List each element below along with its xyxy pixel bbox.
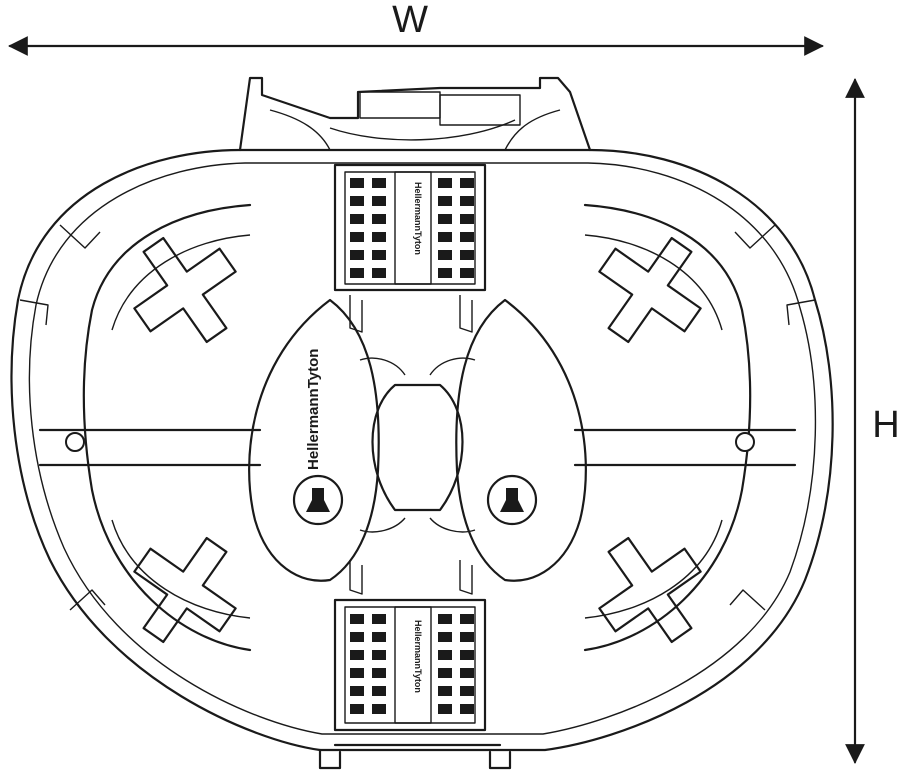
module-slot	[372, 668, 386, 678]
right-mount-hole	[735, 432, 755, 452]
module-slot	[438, 232, 452, 242]
module-slot	[460, 178, 474, 188]
retainer-top-left	[133, 236, 237, 344]
center-brand-text: HellermannTyton	[305, 349, 322, 470]
module-slot	[350, 214, 364, 224]
module-slot	[350, 268, 364, 278]
module-slot	[460, 704, 474, 714]
fiber-channel-ring	[38, 203, 797, 652]
module-slot	[350, 668, 364, 678]
module-slot	[372, 686, 386, 696]
height-dimension: H	[845, 78, 900, 764]
module-slot	[460, 268, 474, 278]
module-slot	[350, 686, 364, 696]
module-slot	[438, 632, 452, 642]
right-spool-hub	[455, 298, 587, 582]
module-slot	[372, 632, 386, 642]
module-slot	[372, 650, 386, 660]
module-slot	[350, 632, 364, 642]
module-slot	[460, 614, 474, 624]
module-slot	[350, 232, 364, 242]
height-label: H	[872, 404, 899, 446]
module-slot	[460, 668, 474, 678]
module-slot	[460, 214, 474, 224]
module-slot	[460, 650, 474, 660]
module-slot	[372, 178, 386, 188]
module-slot	[438, 614, 452, 624]
module-slot	[438, 196, 452, 206]
module-slot	[460, 632, 474, 642]
bottom-module-brand-text: HellermannTyton	[413, 620, 423, 693]
module-slot	[350, 614, 364, 624]
module-slot	[460, 686, 474, 696]
module-slot	[438, 178, 452, 188]
module-slot	[438, 250, 452, 260]
module-slot	[350, 196, 364, 206]
edge-tabs	[19, 224, 816, 611]
module-slot	[460, 232, 474, 242]
module-slot	[372, 268, 386, 278]
center-opening	[359, 357, 476, 533]
retainer-bottom-left	[133, 536, 237, 644]
left-mount-hole	[65, 432, 85, 452]
module-slot	[372, 232, 386, 242]
retainer-top-right	[598, 236, 702, 344]
module-slot	[372, 214, 386, 224]
module-slot	[372, 196, 386, 206]
width-dimension: W	[8, 0, 824, 56]
module-slot	[350, 178, 364, 188]
hook-clips	[349, 295, 473, 595]
module-slot	[350, 250, 364, 260]
module-slot	[372, 250, 386, 260]
module-slot	[438, 668, 452, 678]
module-slot	[438, 704, 452, 714]
left-spool-hub: HellermannTyton	[248, 298, 380, 582]
top-splice-module: HellermannTyton	[333, 163, 487, 292]
module-slot	[438, 268, 452, 278]
module-slot	[438, 686, 452, 696]
module-slot	[372, 614, 386, 624]
top-module-brand-text: HellermannTyton	[413, 182, 423, 255]
module-slot	[372, 704, 386, 714]
module-slot	[460, 196, 474, 206]
tray-outer-body	[10, 76, 834, 770]
retainer-bottom-right	[598, 536, 702, 644]
width-label: W	[392, 0, 428, 41]
module-slot	[350, 650, 364, 660]
bottom-splice-module: HellermannTyton	[333, 598, 487, 732]
module-slot	[460, 250, 474, 260]
module-slot	[438, 650, 452, 660]
module-slot	[438, 214, 452, 224]
module-slot	[350, 704, 364, 714]
